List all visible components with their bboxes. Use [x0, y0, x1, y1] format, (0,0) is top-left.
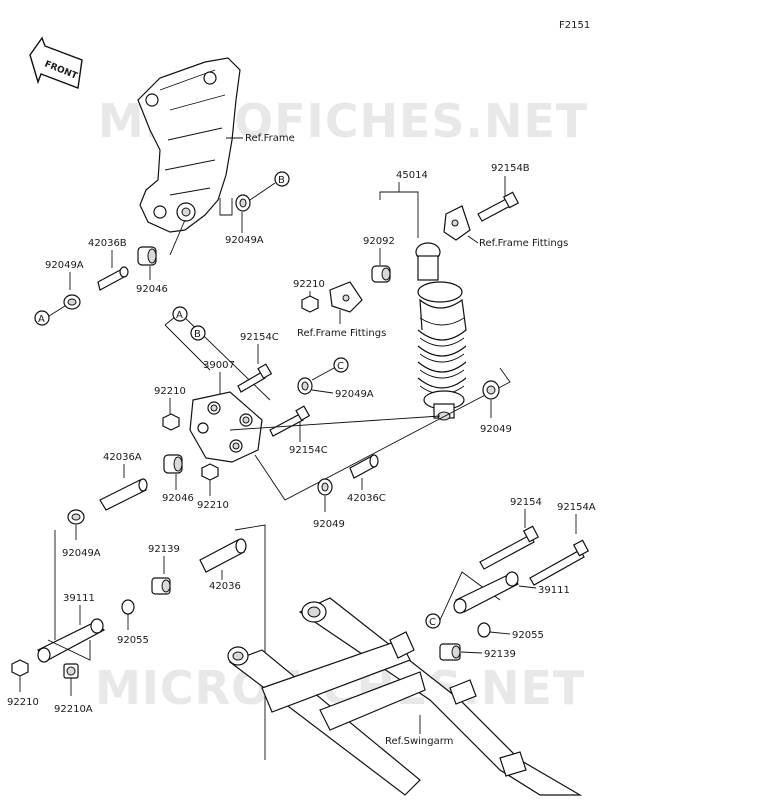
label-92049-mid: 92049: [313, 519, 345, 530]
bolt-92154: [479, 525, 540, 570]
collar-92139-left: [151, 577, 171, 595]
label-42036a: 42036A: [103, 452, 142, 463]
front-arrow-icon: FRONT: [29, 36, 83, 89]
label-92055-right: 92055: [512, 630, 544, 641]
callout-b-top-text: B: [278, 175, 285, 186]
bushing-42036a: [99, 478, 148, 511]
label-92049-right: 92049: [480, 424, 512, 435]
label-92154a: 92154A: [557, 502, 596, 513]
nut-92210a: [63, 663, 79, 679]
label-92049a-left: 92049A: [45, 260, 84, 271]
label-92049a-low: 92049A: [62, 548, 101, 559]
tie-rod-39111-left: [36, 618, 106, 663]
label-92139-right: 92139: [484, 649, 516, 660]
rocker-arm-39007: [189, 391, 263, 463]
label-92154b: 92154B: [491, 163, 530, 174]
label-92049a-top: 92049A: [225, 235, 264, 246]
label-92210-b: 92210: [154, 386, 186, 397]
label-92154c-mid: 92154C: [289, 445, 328, 456]
label-39007: 39007: [203, 360, 235, 371]
label-92210-d: 92210: [7, 697, 39, 708]
label-92154c-top: 92154C: [240, 332, 279, 343]
bushing-92092: [371, 265, 391, 283]
bushing-42036c: [349, 454, 379, 479]
label-ref-frame-fittings-top: Ref.Frame Fittings: [479, 238, 568, 249]
frame-fitting-mid: [329, 281, 363, 313]
seal-92055-right: [477, 622, 491, 638]
bushing-92046-mid: [163, 454, 183, 474]
callout-c-mid-text: C: [337, 361, 344, 372]
callout-a-left: [34, 310, 50, 326]
label-39111-left: 39111: [63, 593, 95, 604]
swingarm: [227, 524, 583, 796]
nut-92210-c: [201, 463, 219, 481]
callout-b-mid-text: B: [194, 329, 201, 340]
callout-b-mid: [190, 325, 206, 341]
bushing-92046-top: [137, 246, 157, 266]
tie-rod-39111-right: [453, 571, 519, 614]
label-ref-frame: Ref.Frame: [245, 133, 295, 144]
label-45014: 45014: [396, 170, 428, 181]
bolt-92154c-mid: [269, 405, 311, 437]
label-42036: 42036: [209, 581, 241, 592]
bolt-92154b: [477, 191, 520, 222]
callout-a-mid-text: A: [176, 310, 183, 321]
callout-c-right: [425, 613, 441, 629]
frame-fitting-top: [443, 205, 471, 241]
label-92046-mid: 92046: [162, 493, 194, 504]
callout-c-right-text: C: [429, 617, 436, 628]
label-92154: 92154: [510, 497, 542, 508]
label-ref-swingarm: Ref.Swingarm: [385, 736, 453, 747]
label-42036c: 42036C: [347, 493, 386, 504]
seal-92055-left: [121, 599, 135, 615]
callout-b-top: [274, 171, 290, 187]
callout-c-mid: [333, 357, 349, 373]
label-ref-frame-fittings-mid: Ref.Frame Fittings: [297, 328, 386, 339]
label-92210-c: 92210: [197, 500, 229, 511]
bushing-42036b: [97, 266, 129, 291]
figure-code: F2151: [559, 20, 590, 31]
bolt-92154a: [529, 539, 590, 586]
nut-92210-b: [162, 413, 180, 431]
rear-shock-absorber-45014: [415, 242, 467, 421]
bolt-92154c-top: [237, 363, 273, 393]
callout-a-left-text: A: [38, 314, 45, 325]
nut-92210-d: [11, 659, 29, 677]
bushing-42036: [199, 538, 247, 573]
label-92055-left: 92055: [117, 635, 149, 646]
label-92210-a: 92210: [293, 279, 325, 290]
frame-bracket: [137, 57, 241, 233]
label-92139-left: 92139: [148, 544, 180, 555]
label-92210a: 92210A: [54, 704, 93, 715]
nut-92210-a: [301, 295, 319, 313]
collar-92139-right: [439, 643, 461, 661]
label-92046-top: 92046: [136, 284, 168, 295]
label-39111-right: 39111: [538, 585, 570, 596]
label-92092: 92092: [363, 236, 395, 247]
label-42036b: 42036B: [88, 238, 127, 249]
callout-a-mid: [172, 306, 188, 322]
label-92049a-mid: 92049A: [335, 389, 374, 400]
